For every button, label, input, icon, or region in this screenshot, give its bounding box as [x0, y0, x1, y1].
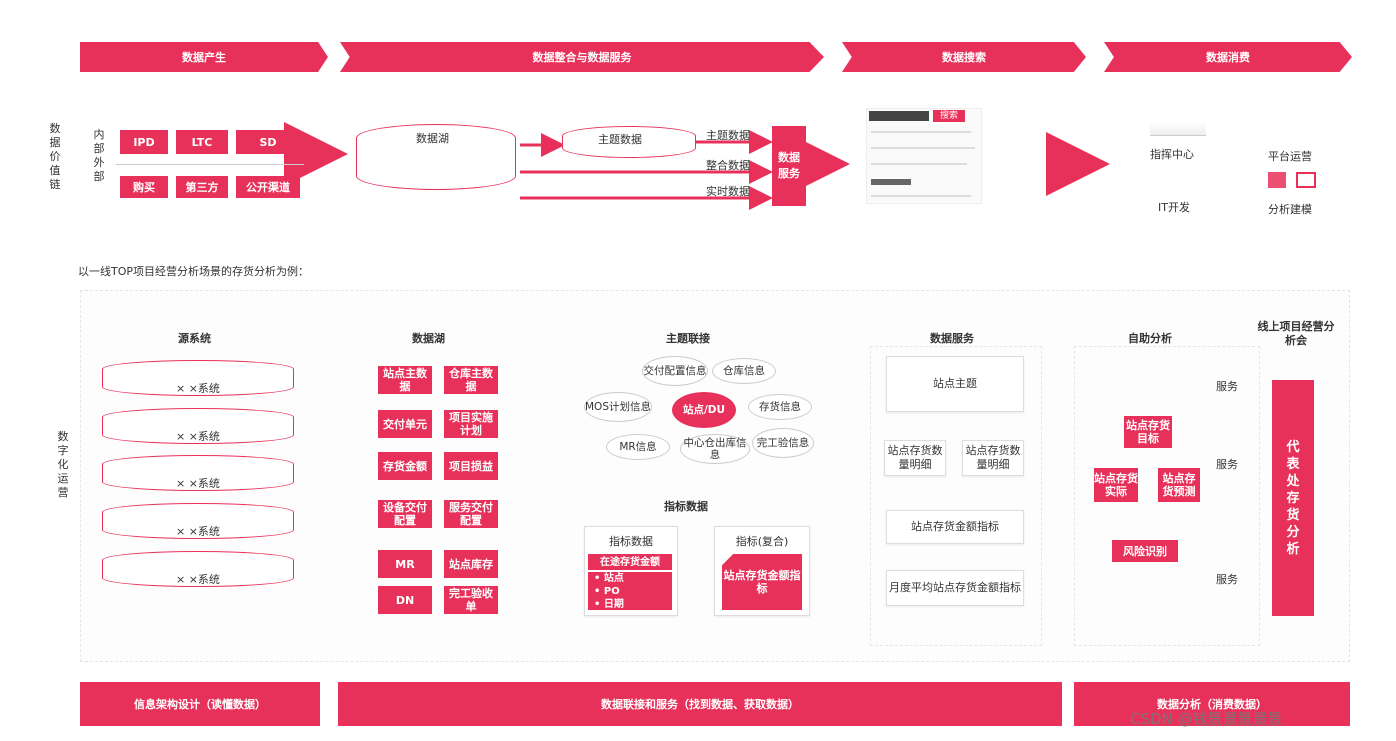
service-label-3: 服务 — [1216, 573, 1238, 586]
data-service-box: 数据服务 — [772, 126, 806, 206]
source-system-5-label: × ×系统 — [176, 573, 220, 586]
sat-delivery-config: 交付配置信息 — [642, 356, 708, 386]
composite-title: 指标(复合) — [735, 535, 789, 548]
lake-site-stock: 站点库存 — [444, 550, 498, 578]
header-source: 源系统 — [178, 332, 211, 345]
metric-dim-site: • 站点 — [594, 572, 624, 584]
source-system-5 — [102, 551, 294, 587]
flow-realtime: 实时数据 — [706, 185, 750, 198]
sat-mos-plan: MOS计划信息 — [584, 392, 652, 422]
internal-external-label: 内部外部 — [93, 128, 105, 183]
lake-inventory-amount: 存货金额 — [378, 452, 432, 480]
service-label-2: 服务 — [1216, 458, 1238, 471]
command-center-image — [1150, 122, 1206, 136]
lake-completion: 完工验收单 — [444, 586, 498, 614]
consumer-analytics: 分析建模 — [1268, 203, 1312, 216]
analytics-icon — [1268, 172, 1286, 188]
source-system-2-label: × ×系统 — [176, 430, 220, 443]
source-system-4 — [102, 503, 294, 539]
header-selfservice: 自助分析 — [1128, 332, 1172, 345]
lake-dn: DN — [378, 586, 432, 614]
bottom-data-analysis: 数据分析（消费数据） — [1074, 682, 1350, 726]
search-button[interactable]: 搜索 — [933, 110, 965, 122]
header-meeting: 线上项目经营分析会 — [1257, 320, 1335, 347]
header-service: 数据服务 — [930, 332, 974, 345]
source-system-4-label: × ×系统 — [176, 525, 220, 538]
metric-box-title: 指标数据 — [609, 535, 653, 548]
value-chain-label: 数据价值链 — [49, 122, 61, 191]
source-system-3-label: × ×系统 — [176, 477, 220, 490]
svc-amount-metric: 站点存货金额指标 — [886, 510, 1024, 544]
digital-ops-label: 数字化运营 — [57, 430, 69, 499]
composite-site-inventory: 站点存货金额指标 — [722, 554, 802, 610]
sat-warehouse: 仓库信息 — [712, 358, 776, 384]
consumer-it-dev: IT开发 — [1158, 201, 1190, 214]
hub-site-du: 站点/DU — [672, 392, 736, 428]
lake-delivery-unit: 交付单元 — [378, 410, 432, 438]
system-ipd: IPD — [120, 130, 168, 154]
analysis-risk: 风险识别 — [1112, 540, 1178, 562]
lake-project-pl: 项目损益 — [444, 452, 498, 480]
consumer-platform-ops: 平台运营 — [1268, 150, 1312, 163]
lake-mr: MR — [378, 550, 432, 578]
source-third-party: 第三方 — [176, 176, 228, 198]
source-system-3 — [102, 455, 294, 491]
lake-site-master: 站点主数据 — [378, 366, 432, 394]
lake-project-plan: 项目实施计划 — [444, 410, 498, 438]
header-lake: 数据湖 — [412, 332, 445, 345]
band-data-integration: 数据整合与数据服务 — [340, 42, 824, 72]
consumer-command-center: 指挥中心 — [1150, 148, 1194, 161]
source-purchase: 购买 — [120, 176, 168, 198]
lake-service-config: 服务交付配置 — [444, 500, 498, 528]
sat-inventory: 存货信息 — [748, 394, 812, 420]
band-data-production: 数据产生 — [80, 42, 328, 72]
analysis-actual: 站点存货实际 — [1094, 468, 1138, 502]
final-analysis: 代表处存货分析 — [1272, 380, 1314, 616]
chart-icon — [1296, 172, 1316, 188]
header-topic: 主题联接 — [666, 332, 710, 345]
bottom-info-arch: 信息架构设计（读懂数据） — [80, 682, 320, 726]
lake-warehouse-master: 仓库主数据 — [444, 366, 498, 394]
svc-monthly-avg: 月度平均站点存货金额指标 — [886, 570, 1024, 606]
sat-completion: 完工验信息 — [752, 428, 814, 458]
source-public: 公开渠道 — [236, 176, 300, 198]
source-system-2 — [102, 408, 294, 444]
metric-title: 指标数据 — [664, 500, 708, 513]
svc-qty-detail-2: 站点存货数量明细 — [962, 440, 1024, 476]
svc-site-topic: 站点主题 — [886, 356, 1024, 412]
source-system-1-label: × ×系统 — [176, 382, 220, 395]
lake-equipment-config: 设备交付配置 — [378, 500, 432, 528]
divider — [116, 164, 304, 165]
system-ltc: LTC — [176, 130, 228, 154]
svc-qty-detail-1: 站点存货数量明细 — [884, 440, 946, 476]
data-lake-label: 数据湖 — [416, 132, 449, 145]
flow-topic: 主题数据 — [706, 129, 750, 142]
metric-dim-po: • PO — [594, 585, 620, 597]
analysis-forecast: 站点存货预测 — [1158, 468, 1200, 502]
search-screenshot: 搜索 — [866, 108, 982, 204]
source-system-1 — [102, 360, 294, 396]
topic-data-label: 主题数据 — [598, 133, 642, 146]
system-sd: SD — [236, 130, 300, 154]
service-label-1: 服务 — [1216, 380, 1238, 393]
metric-dims: • 站点 • PO • 日期 — [588, 572, 672, 610]
watermark: CSDN @钱景景景景景 — [1130, 710, 1283, 728]
sat-warehouse-out: 中心仓出库信息 — [680, 434, 750, 464]
bottom-data-connect: 数据联接和服务（找到数据、获取数据） — [338, 682, 1062, 726]
topic-data-cylinder — [562, 126, 696, 158]
band-data-consumption: 数据消费 — [1104, 42, 1352, 72]
sat-mr: MR信息 — [606, 434, 670, 460]
metric-in-transit: 在途存货金额 — [588, 554, 672, 570]
band-data-search: 数据搜索 — [842, 42, 1086, 72]
flow-integrated: 整合数据 — [706, 159, 750, 172]
example-caption: 以一线TOP项目经营分析场景的存货分析为例： — [78, 265, 310, 278]
data-lake-cylinder — [356, 124, 516, 190]
metric-dim-date: • 日期 — [594, 598, 624, 610]
analysis-target: 站点存货目标 — [1124, 416, 1172, 448]
search-bar — [869, 111, 929, 121]
